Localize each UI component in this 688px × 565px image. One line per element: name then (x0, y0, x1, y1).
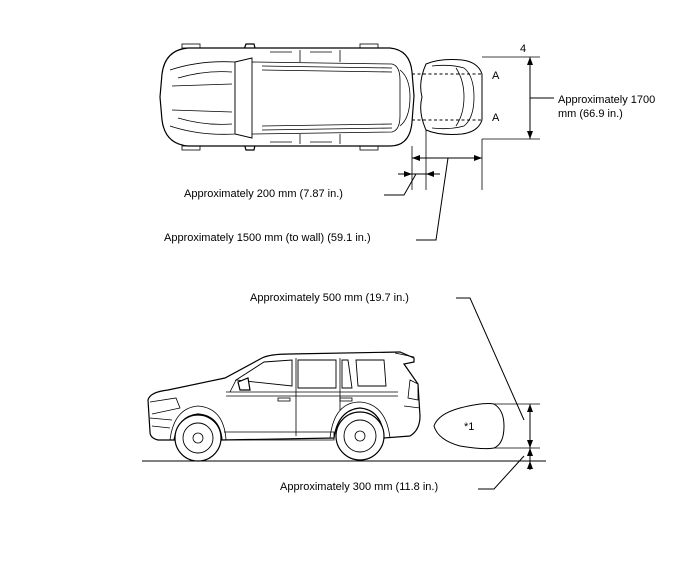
zone-a-upper-label: A (492, 70, 500, 82)
rear-window (355, 359, 387, 387)
height-lower-leader (478, 455, 525, 490)
offset-label: Approximately 200 mm (7.87 in.) (184, 188, 343, 200)
detection-zone-top (420, 59, 483, 135)
distance-leader (416, 157, 449, 241)
offset-leader (384, 173, 417, 196)
distance-label: Approximately 1500 mm (to wall) (59.1 in… (164, 232, 371, 244)
vehicle-top-view (159, 43, 415, 151)
rear-wheel (335, 411, 385, 461)
width-label-line2: mm (66.9 in.) (558, 108, 623, 120)
vehicle-side-view (147, 351, 421, 441)
height-lower-label: Approximately 300 mm (11.8 in.) (280, 481, 438, 493)
zone-a-lower-label: A (492, 112, 500, 124)
height-upper-label: Approximately 500 mm (19.7 in.) (250, 292, 409, 304)
middle-window (297, 359, 337, 389)
height-upper-leader (456, 297, 525, 421)
side-view-dimensions (456, 297, 540, 490)
detection-zone-side (433, 403, 505, 450)
front-window (234, 359, 293, 387)
figure-number: 4 (520, 43, 526, 55)
detection-area-label: *1 (464, 421, 474, 433)
front-wheel (174, 414, 222, 462)
top-view-dimensions (384, 56, 554, 241)
width-label-line1: Approximately 1700 (558, 94, 655, 106)
